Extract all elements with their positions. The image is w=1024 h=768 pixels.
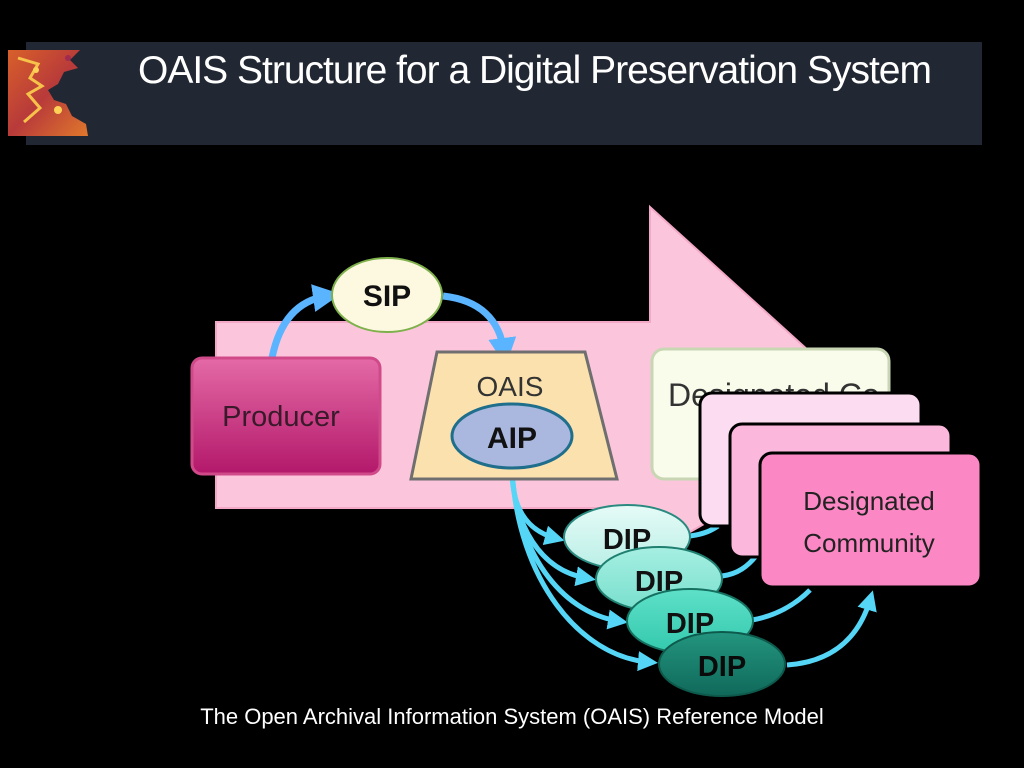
arrow-dip-4-to-community — [786, 590, 877, 668]
oais-label: OAIS — [477, 371, 544, 402]
title-bar — [26, 42, 982, 145]
producer-label: Producer — [222, 401, 340, 433]
producer-box — [190, 356, 382, 476]
dip-ellipse-4 — [658, 631, 786, 697]
arrow-sip-to-oais — [442, 292, 517, 366]
arrow-dip-2-to-community — [721, 554, 758, 579]
slide-title: OAIS Structure for a Digital Preservatio… — [138, 49, 932, 92]
aip-label: AIP — [487, 422, 537, 455]
dip-label-4: DIP — [698, 651, 746, 683]
arrow-producer-to-sip — [268, 284, 341, 359]
fractal-logo-icon — [8, 50, 88, 136]
community-label-line2: Community — [803, 528, 934, 558]
arrow-dip-3-to-community — [751, 588, 812, 623]
arrow-aip-to-dip-4 — [509, 469, 658, 672]
community-card-front — [758, 451, 983, 589]
sip-ellipse — [331, 257, 443, 333]
sip-label: SIP — [363, 280, 411, 313]
aip-ellipse — [450, 402, 574, 470]
community-label-line1: Designated — [803, 486, 935, 516]
slide-caption: The Open Archival Information System (OA… — [200, 704, 824, 729]
